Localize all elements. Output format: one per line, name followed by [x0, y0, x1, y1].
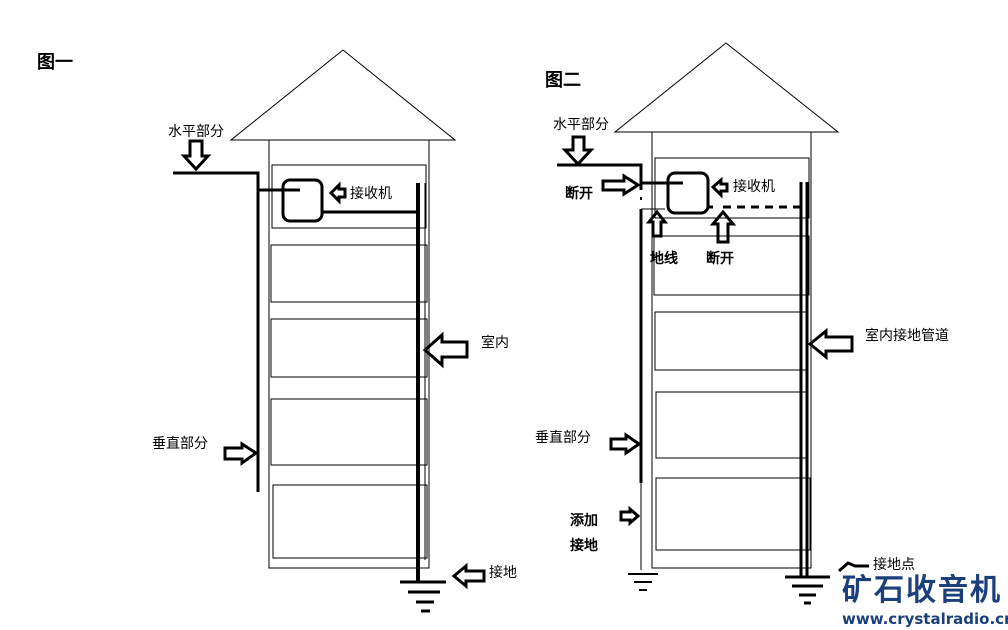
- horizontal-part-label: 水平部分: [553, 117, 609, 133]
- add-ground-label-line1: 添加: [570, 512, 598, 529]
- arrow-left-icon: [451, 562, 486, 590]
- indoor-ground-pipe-label: 室内接地管道: [865, 327, 949, 344]
- ground-symbol-icon: [785, 575, 830, 605]
- receiver-label: 接收机: [350, 185, 392, 202]
- break-label: 断开: [565, 185, 593, 202]
- floor-4: [655, 391, 808, 459]
- receiver-box: [281, 178, 324, 223]
- arrow-left-icon: [422, 331, 469, 369]
- arrow-left-icon: [838, 561, 869, 573]
- arrow-right-icon: [609, 432, 642, 456]
- floor-1: [271, 164, 427, 229]
- break-point: [640, 197, 642, 200]
- ground-label: 接地: [489, 564, 517, 581]
- building: [268, 139, 430, 569]
- ground-symbol-icon: [400, 580, 446, 613]
- floor-2: [270, 244, 428, 303]
- antenna-wire: [173, 171, 260, 492]
- floor-3: [270, 318, 428, 378]
- house-roof: [229, 49, 457, 141]
- figure-1-title: 图一: [37, 52, 73, 73]
- horizontal-part-label: 水平部分: [168, 124, 224, 140]
- ground-point-label: 接地点: [873, 556, 915, 573]
- receiver-label: 接收机: [733, 178, 775, 195]
- ground-wire-label: 地线: [650, 250, 678, 267]
- arrow-down-icon: [180, 139, 212, 172]
- watermark-url: www.crystalradio.cn: [842, 610, 1008, 628]
- ground-symbol-icon: [628, 573, 658, 591]
- vertical-part-label: 垂直部分: [152, 435, 208, 452]
- watermark-name: 矿石收音机: [842, 573, 1002, 608]
- floor-4: [270, 398, 428, 466]
- arrow-up-icon: [709, 209, 737, 244]
- arrow-right-icon: [619, 505, 641, 527]
- indoor-label: 室内: [481, 334, 509, 351]
- receiver-box: [666, 171, 710, 215]
- vertical-part-label: 垂直部分: [535, 429, 591, 446]
- floor-5: [655, 477, 811, 551]
- floor-3: [654, 311, 808, 371]
- arrow-left-icon: [328, 181, 347, 205]
- figure-1: [173, 49, 486, 613]
- floor-5: [272, 484, 428, 559]
- building: [651, 131, 812, 569]
- arrow-left-icon: [710, 176, 729, 199]
- figure-2-title: 图二: [545, 70, 581, 91]
- arrow-right-icon: [223, 441, 259, 466]
- arrow-left-icon: [807, 327, 854, 361]
- house-roof: [613, 42, 840, 133]
- floor-2: [653, 235, 810, 296]
- arrow-right-icon: [601, 173, 641, 197]
- break-label: 断开: [706, 250, 734, 267]
- floor-1: [654, 157, 810, 219]
- arrow-down-icon: [561, 135, 595, 167]
- arrow-up-icon: [645, 209, 669, 238]
- figure-2: [557, 42, 869, 605]
- watermark-logo: 矿石收音机 www.crystalradio.cn: [842, 573, 1008, 628]
- add-ground-label-line2: 接地: [570, 537, 598, 554]
